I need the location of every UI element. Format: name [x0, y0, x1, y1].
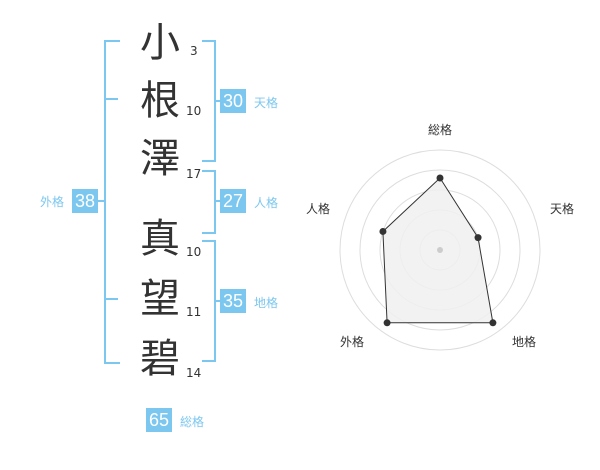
- chikaku-value: 35: [220, 289, 247, 313]
- radar-ring-1: [339, 149, 541, 351]
- chikaku-connector: [214, 300, 220, 302]
- radar-axis-label-2: 天格: [550, 202, 575, 216]
- name-char-1: 小: [140, 20, 180, 66]
- jinkaku-value: 27: [220, 189, 247, 213]
- name-char-3: 澤: [140, 136, 180, 182]
- name-char-6: 碧: [140, 336, 180, 382]
- gaikaku-value: 38: [72, 189, 99, 213]
- gaikaku-label: 外格: [40, 195, 65, 209]
- radar-point-2: [474, 234, 482, 242]
- radar-point-1: [436, 174, 444, 182]
- stroke-count-3: 17: [186, 167, 202, 181]
- gaikaku-tick-2: [104, 298, 118, 300]
- radar-axis-label-5: 人格: [306, 202, 331, 216]
- radar-ring-2: [359, 169, 521, 331]
- gaikaku-bracket: [104, 40, 120, 364]
- soukaku-label: 総格: [180, 415, 205, 429]
- stroke-count-2: 10: [186, 104, 202, 118]
- radar-point-4: [383, 319, 391, 327]
- tenkaku-label: 天格: [254, 96, 279, 110]
- tenkaku-value: 30: [220, 89, 247, 113]
- stroke-count-5: 11: [186, 305, 202, 319]
- radar-chart: [339, 149, 541, 351]
- radar-points: [379, 174, 497, 327]
- radar-axis-label-4: 外格: [340, 335, 365, 349]
- jinkaku-connector: [214, 200, 220, 202]
- chikaku-label: 地格: [254, 296, 279, 310]
- radar-center-dot: [437, 247, 443, 253]
- soukaku-value: 65: [146, 408, 173, 432]
- jinkaku-bracket: [202, 170, 216, 234]
- radar-axis-label-1: 総格: [428, 123, 453, 137]
- radar-point-3: [489, 319, 497, 327]
- name-char-5: 望: [140, 276, 180, 322]
- radar-point-5: [379, 227, 387, 235]
- radar-axis-label-3: 地格: [512, 335, 537, 349]
- stroke-count-6: 14: [186, 366, 202, 380]
- tenkaku-connector: [214, 100, 220, 102]
- jinkaku-label: 人格: [254, 196, 279, 210]
- gaikaku-tick-1: [104, 98, 118, 100]
- gaikaku-connector: [96, 200, 104, 202]
- name-char-2: 根: [140, 78, 180, 124]
- name-char-4: 真: [140, 216, 180, 262]
- stroke-count-1: 3: [190, 44, 198, 58]
- stroke-count-4: 10: [186, 245, 202, 259]
